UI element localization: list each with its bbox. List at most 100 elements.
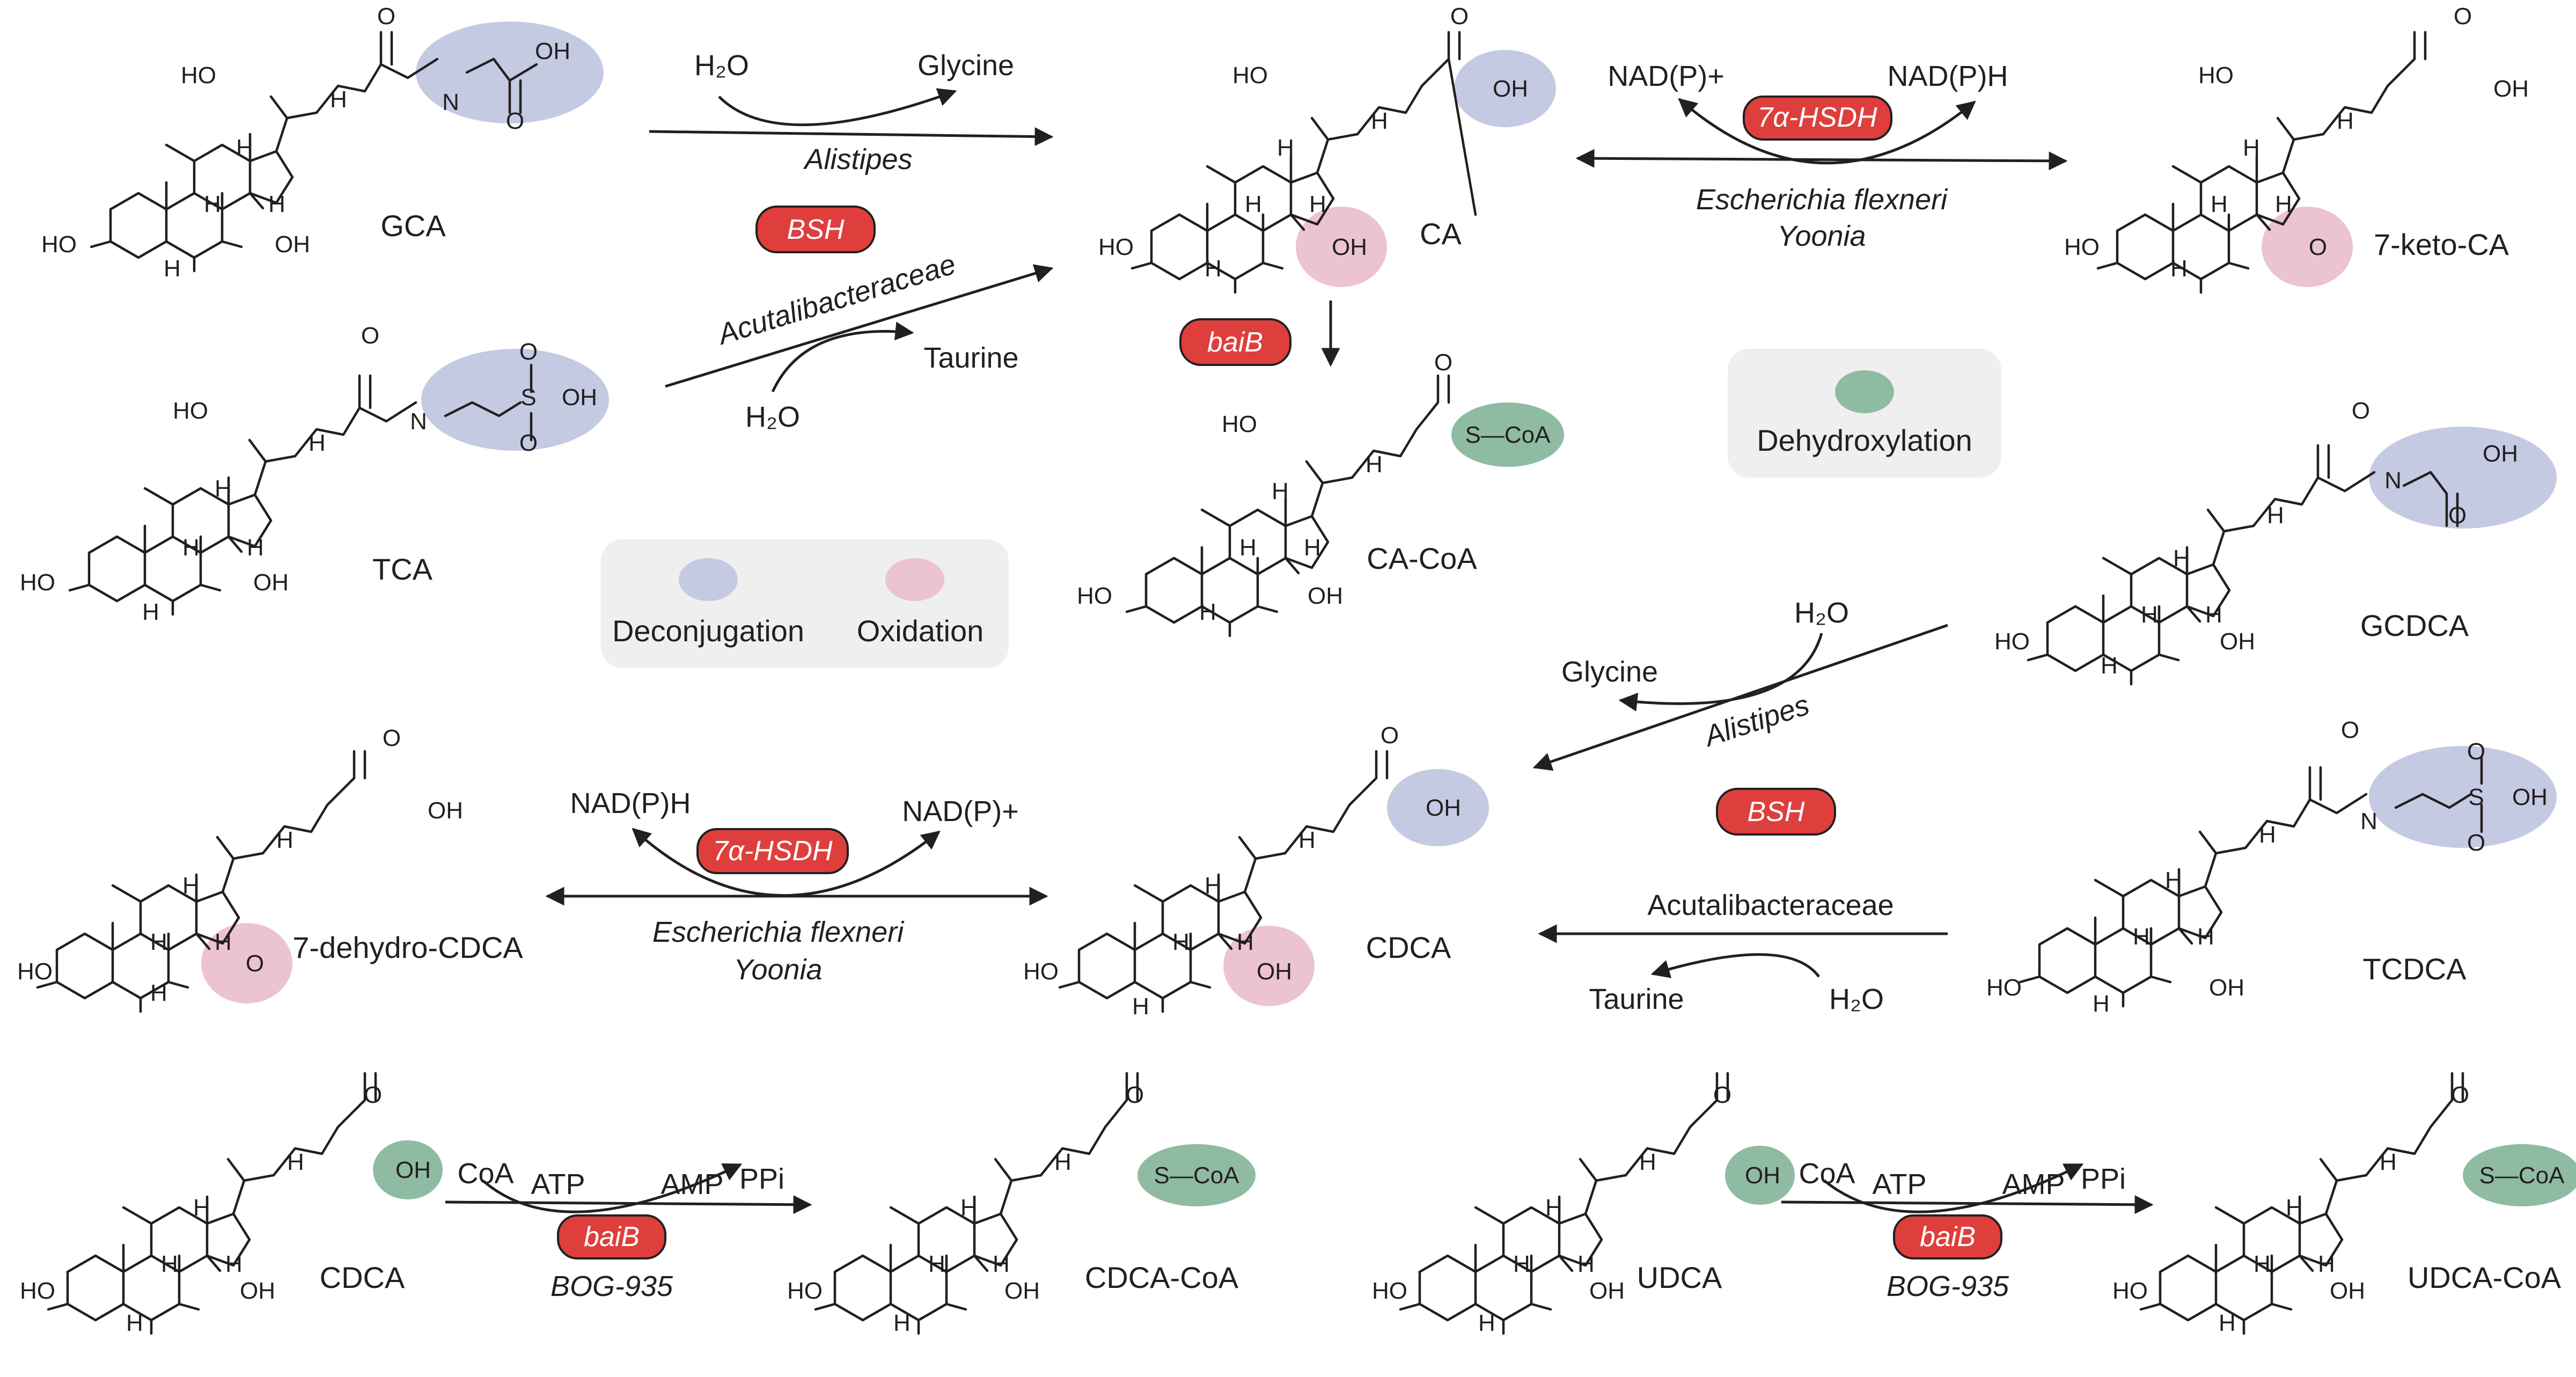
atom-keto-ca-7o: O xyxy=(2309,234,2327,260)
atom-udca-3oh: HO xyxy=(1372,1278,1407,1304)
h-udcacoa-5: H xyxy=(2380,1149,2397,1175)
atom-tca-3oh: HO xyxy=(20,569,55,596)
h-dehydro-3: H xyxy=(215,929,232,955)
svg-text:7α-HSDH: 7α-HSDH xyxy=(1757,102,1877,133)
svg-text:baiB: baiB xyxy=(1920,1221,1976,1253)
atom-udca-coa-7oh: OH xyxy=(2330,1278,2365,1304)
h-cacoa-1: H xyxy=(1272,478,1289,504)
legend-dehydroxylation-label: Dehydroxylation xyxy=(1757,423,1972,457)
arrow-udca-to-udca-coa xyxy=(1781,1195,2154,1214)
h-udca-5: H xyxy=(1639,1149,1656,1175)
atom-tcdca-o3: O xyxy=(2467,830,2485,856)
h-ca-5: H xyxy=(1371,108,1388,134)
h-ca-2: H xyxy=(1245,191,1262,217)
enzyme-baib-top: baiB xyxy=(1179,318,1291,366)
atom-cdca2-o: O xyxy=(364,1082,382,1108)
udca-carboxyl-highlight xyxy=(1725,1146,1795,1205)
atom-udca-coa-3oh: HO xyxy=(2112,1278,2148,1304)
legend-box-left xyxy=(601,539,1009,668)
h-udca-1: H xyxy=(1545,1195,1562,1221)
h-udca-2: H xyxy=(1513,1251,1530,1277)
h-tcdca-1: H xyxy=(2165,867,2182,893)
atom-dehydro-cdca-oh: OH xyxy=(428,797,463,824)
h-ca-4: H xyxy=(1205,255,1222,282)
h-tca-1: H xyxy=(215,475,232,502)
molecule-gca xyxy=(91,31,538,271)
ca-carboxyl-highlight xyxy=(1454,50,1556,127)
h-tcdca-3: H xyxy=(2197,924,2214,950)
atom-gca-o2: O xyxy=(506,108,524,134)
organism-e-flexneri-1: Escherichia flexneri xyxy=(1696,184,1948,216)
h-ca-3: H xyxy=(1309,191,1326,217)
svg-text:BSH: BSH xyxy=(787,214,845,245)
h-udca-4: H xyxy=(1478,1310,1495,1336)
reagent-atp-1: ATP xyxy=(531,1168,585,1200)
atom-ca-coa-scoa: S—CoA xyxy=(1465,422,1551,448)
atom-tca-oh: OH xyxy=(562,384,597,411)
atom-gcdca-3oh: HO xyxy=(1994,628,2030,655)
h-gcdca-4: H xyxy=(2101,653,2118,679)
atom-tcdca-7oh: OH xyxy=(2209,975,2244,1001)
organism-acutalibacteraceae-1: Acutalibacteraceae xyxy=(713,248,959,351)
atom-tcdca-o2: O xyxy=(2467,738,2485,765)
atom-ca-12oh: HO xyxy=(1232,62,1268,89)
h-dehydro-2: H xyxy=(150,929,167,955)
svg-text:7α-HSDH: 7α-HSDH xyxy=(713,836,833,867)
h-ca-1: H xyxy=(1277,135,1294,161)
h-dehydro-4: H xyxy=(150,980,167,1006)
arrow-cdca-to-cdca-coa xyxy=(445,1195,812,1214)
atom-cdca-oh: OH xyxy=(1426,795,1461,821)
reagent-taurine-1: Taurine xyxy=(923,342,1018,374)
atom-tca-s: S xyxy=(520,384,536,411)
arrow-gcdca-to-cdca xyxy=(1532,624,1948,771)
atom-gcdca-n: N xyxy=(2384,467,2402,494)
enzyme-bsh-top: BSH xyxy=(755,206,876,253)
molecule-tcdca xyxy=(2020,755,2483,1006)
ca-coa-highlight xyxy=(1451,402,1564,467)
h-udcacoa-3: H xyxy=(2318,1251,2335,1277)
atom-gcdca-o: O xyxy=(2352,398,2370,424)
label-7-keto-ca: 7-keto-CA xyxy=(2374,228,2509,261)
arrow-taurine-release-2 xyxy=(1650,953,1820,978)
gca-glycine-highlight xyxy=(416,21,604,123)
atom-udca-o: O xyxy=(1713,1082,1731,1108)
label-tca: TCA xyxy=(372,552,433,586)
h-keto-3: H xyxy=(2275,191,2292,217)
gcdca-glycine-highlight xyxy=(2369,427,2557,529)
atom-tca-o: O xyxy=(361,323,379,349)
atom-cdca2-oh: OH xyxy=(395,1157,431,1183)
atom-gca-o: O xyxy=(377,3,395,30)
atom-cdca-3oh: HO xyxy=(1023,958,1059,985)
h-cdcacoa-1: H xyxy=(960,1195,978,1221)
atom-tca-o2: O xyxy=(519,339,538,365)
cdca-carboxyl-highlight xyxy=(1387,769,1489,846)
atom-ca-7oh: OH xyxy=(1332,234,1367,260)
svg-text:BSH: BSH xyxy=(1748,796,1805,827)
svg-text:baiB: baiB xyxy=(584,1221,640,1253)
h-gcdca-1: H xyxy=(2173,545,2190,572)
reagent-atp-2: ATP xyxy=(1872,1168,1926,1200)
enzyme-baib-bottom-2: baiB xyxy=(1893,1214,2002,1259)
h-cdca-4: H xyxy=(1132,993,1149,1020)
arrow-glycine-release-2 xyxy=(1618,633,1823,712)
h-cdca2-2: H xyxy=(161,1251,178,1277)
label-cdca-coa: CDCA-CoA xyxy=(1085,1261,1239,1294)
h-cdcacoa-2: H xyxy=(928,1251,945,1277)
atom-ca-coa-3oh: HO xyxy=(1077,583,1112,609)
udca-coa-highlight xyxy=(2463,1144,2576,1206)
reagent-amp-2: AMP xyxy=(2002,1168,2065,1200)
h-cdcacoa-3: H xyxy=(993,1251,1010,1277)
atom-gca-12oh: HO xyxy=(181,62,216,89)
legend-deconjugation-label: Deconjugation xyxy=(612,614,804,648)
arrow-ca-keto-ca xyxy=(1575,149,2068,171)
h-tca-3: H xyxy=(247,534,264,561)
label-ca-coa: CA-CoA xyxy=(1367,541,1477,575)
reagent-nadp-plus-1: NAD(P)+ xyxy=(1608,60,1724,92)
atom-tcdca-3oh: HO xyxy=(1986,975,2022,1001)
atom-tcdca-s: S xyxy=(2468,784,2484,810)
h-cdca2-4: H xyxy=(126,1310,143,1336)
molecule-udca xyxy=(1400,1072,1729,1334)
enzyme-bsh-bottom: BSH xyxy=(1716,788,1836,836)
atom-dehydro-cdca-3oh: HO xyxy=(17,958,53,985)
